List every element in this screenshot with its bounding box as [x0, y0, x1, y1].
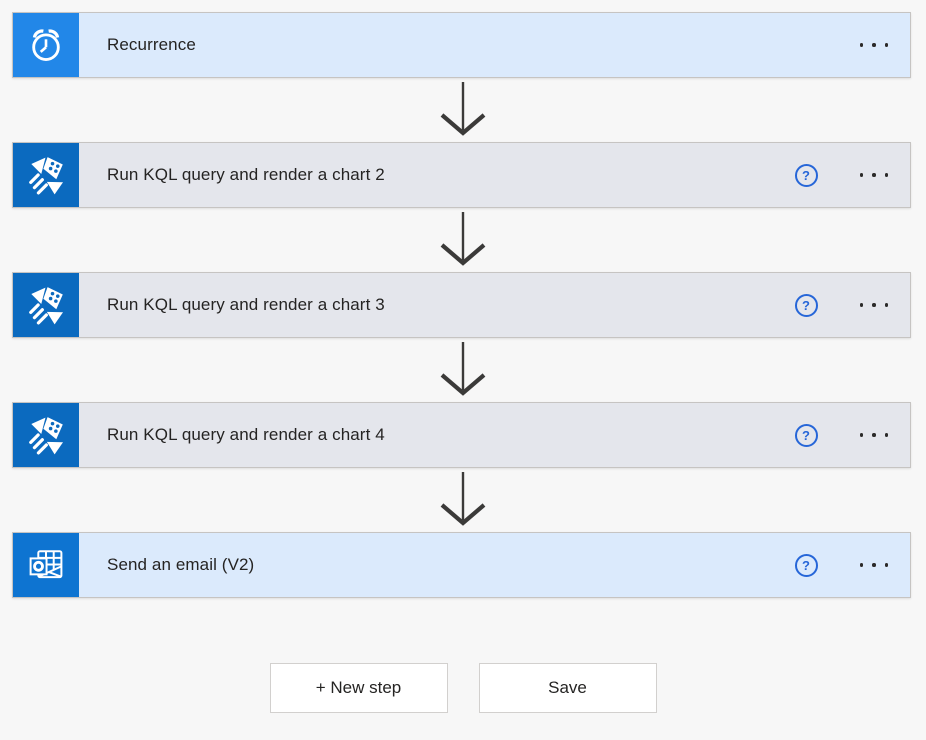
more-options-icon[interactable] — [858, 297, 891, 313]
card-actions: ? — [794, 273, 911, 337]
step-card-send-email[interactable]: Send an email (V2) ? — [12, 532, 911, 598]
footer-actions: + New step Save — [0, 663, 926, 713]
connector-arrow-icon[interactable] — [0, 468, 926, 532]
step-card-kql-2[interactable]: Run KQL query and render a chart 2 ? — [12, 142, 911, 208]
step-card-kql-4[interactable]: Run KQL query and render a chart 4 ? — [12, 402, 911, 468]
help-icon[interactable]: ? — [794, 163, 818, 187]
outlook-icon — [13, 533, 79, 597]
card-actions — [858, 13, 911, 77]
connector-arrow-icon[interactable] — [0, 208, 926, 272]
azure-data-explorer-icon — [13, 143, 79, 207]
step-card-kql-3[interactable]: Run KQL query and render a chart 3 ? — [12, 272, 911, 338]
card-actions: ? — [794, 143, 911, 207]
connector-arrow-icon[interactable] — [0, 78, 926, 142]
more-options-icon[interactable] — [858, 167, 891, 183]
help-icon[interactable]: ? — [794, 423, 818, 447]
new-step-button[interactable]: + New step — [269, 663, 448, 713]
more-options-icon[interactable] — [858, 427, 891, 443]
more-options-icon[interactable] — [858, 557, 891, 573]
save-button[interactable]: Save — [478, 663, 657, 713]
help-icon[interactable]: ? — [794, 553, 818, 577]
step-title: Run KQL query and render a chart 4 — [107, 425, 385, 444]
help-icon[interactable]: ? — [794, 293, 818, 317]
step-title: Recurrence — [107, 35, 196, 54]
flow-designer-canvas: Recurrence — [0, 12, 926, 740]
azure-data-explorer-icon — [13, 403, 79, 467]
step-card-recurrence[interactable]: Recurrence — [12, 12, 911, 78]
more-options-icon[interactable] — [858, 37, 891, 53]
step-title: Send an email (V2) — [107, 555, 255, 574]
recurrence-alarm-clock-icon — [13, 13, 79, 77]
azure-data-explorer-icon — [13, 273, 79, 337]
step-title: Run KQL query and render a chart 3 — [107, 295, 385, 314]
card-actions: ? — [794, 533, 911, 597]
step-title: Run KQL query and render a chart 2 — [107, 165, 385, 184]
connector-arrow-icon[interactable] — [0, 338, 926, 402]
card-actions: ? — [794, 403, 911, 467]
